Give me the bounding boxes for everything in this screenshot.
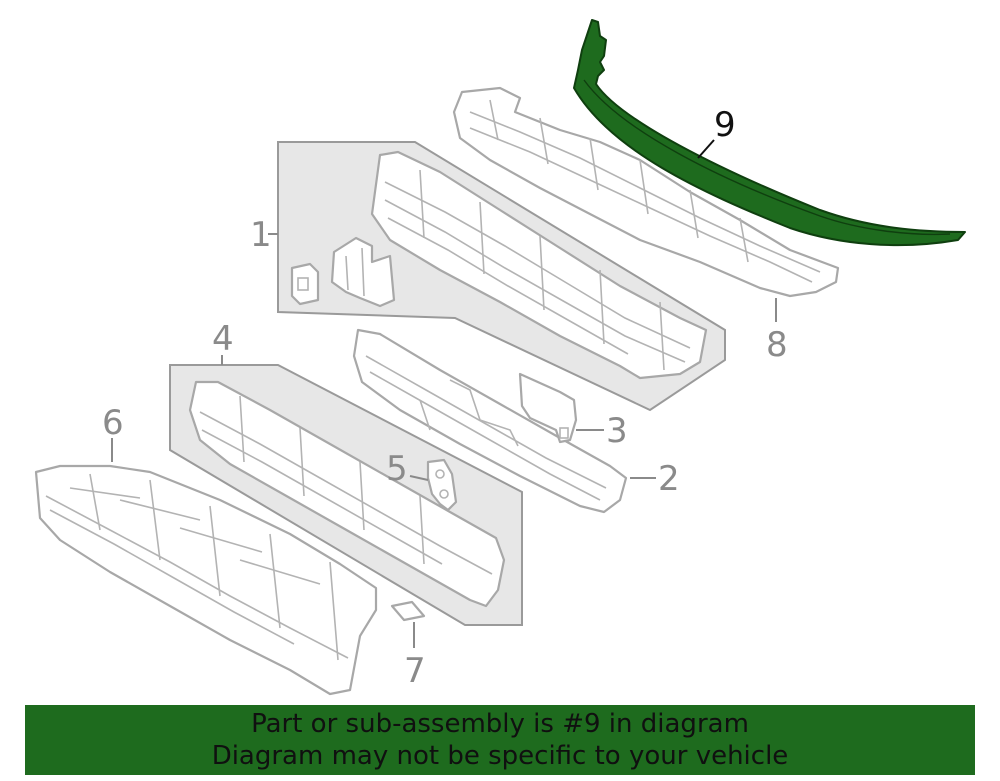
part-1-grille[interactable] [370,150,708,380]
part-4-lower-grille[interactable] [188,380,506,608]
callout-7: 7 [404,651,426,691]
leader-5 [409,475,429,481]
leader-9 [697,139,715,159]
callout-6: 6 [102,403,124,443]
part-6-undertray[interactable] [34,464,378,696]
part-8-upper-bracket[interactable] [452,86,840,298]
part-2-lower-frame[interactable] [352,328,628,514]
callout-5: 5 [386,449,408,489]
callout-1: 1 [250,215,272,255]
part-3-bracket[interactable] [518,372,578,444]
part-1-bracket-a[interactable] [290,262,320,306]
callout-8: 8 [766,325,788,365]
part-9-molding[interactable] [573,19,966,247]
banner-line-2: Diagram may not be specific to your vehi… [211,741,789,771]
part-7-clip[interactable] [390,600,426,622]
banner-line-1: Part or sub-assembly is #9 in diagram [251,709,749,739]
callout-4: 4 [212,319,234,359]
part-5-bracket[interactable] [426,458,458,512]
callout-9: 9 [714,105,736,145]
callout-3: 3 [606,411,628,451]
parts-diagram: 1 2 3 4 5 6 7 8 9 [34,19,966,696]
info-banner: Part or sub-assembly is #9 in diagram Di… [25,705,975,775]
part-1-bracket-b[interactable] [330,236,396,308]
callout-2: 2 [658,459,680,499]
